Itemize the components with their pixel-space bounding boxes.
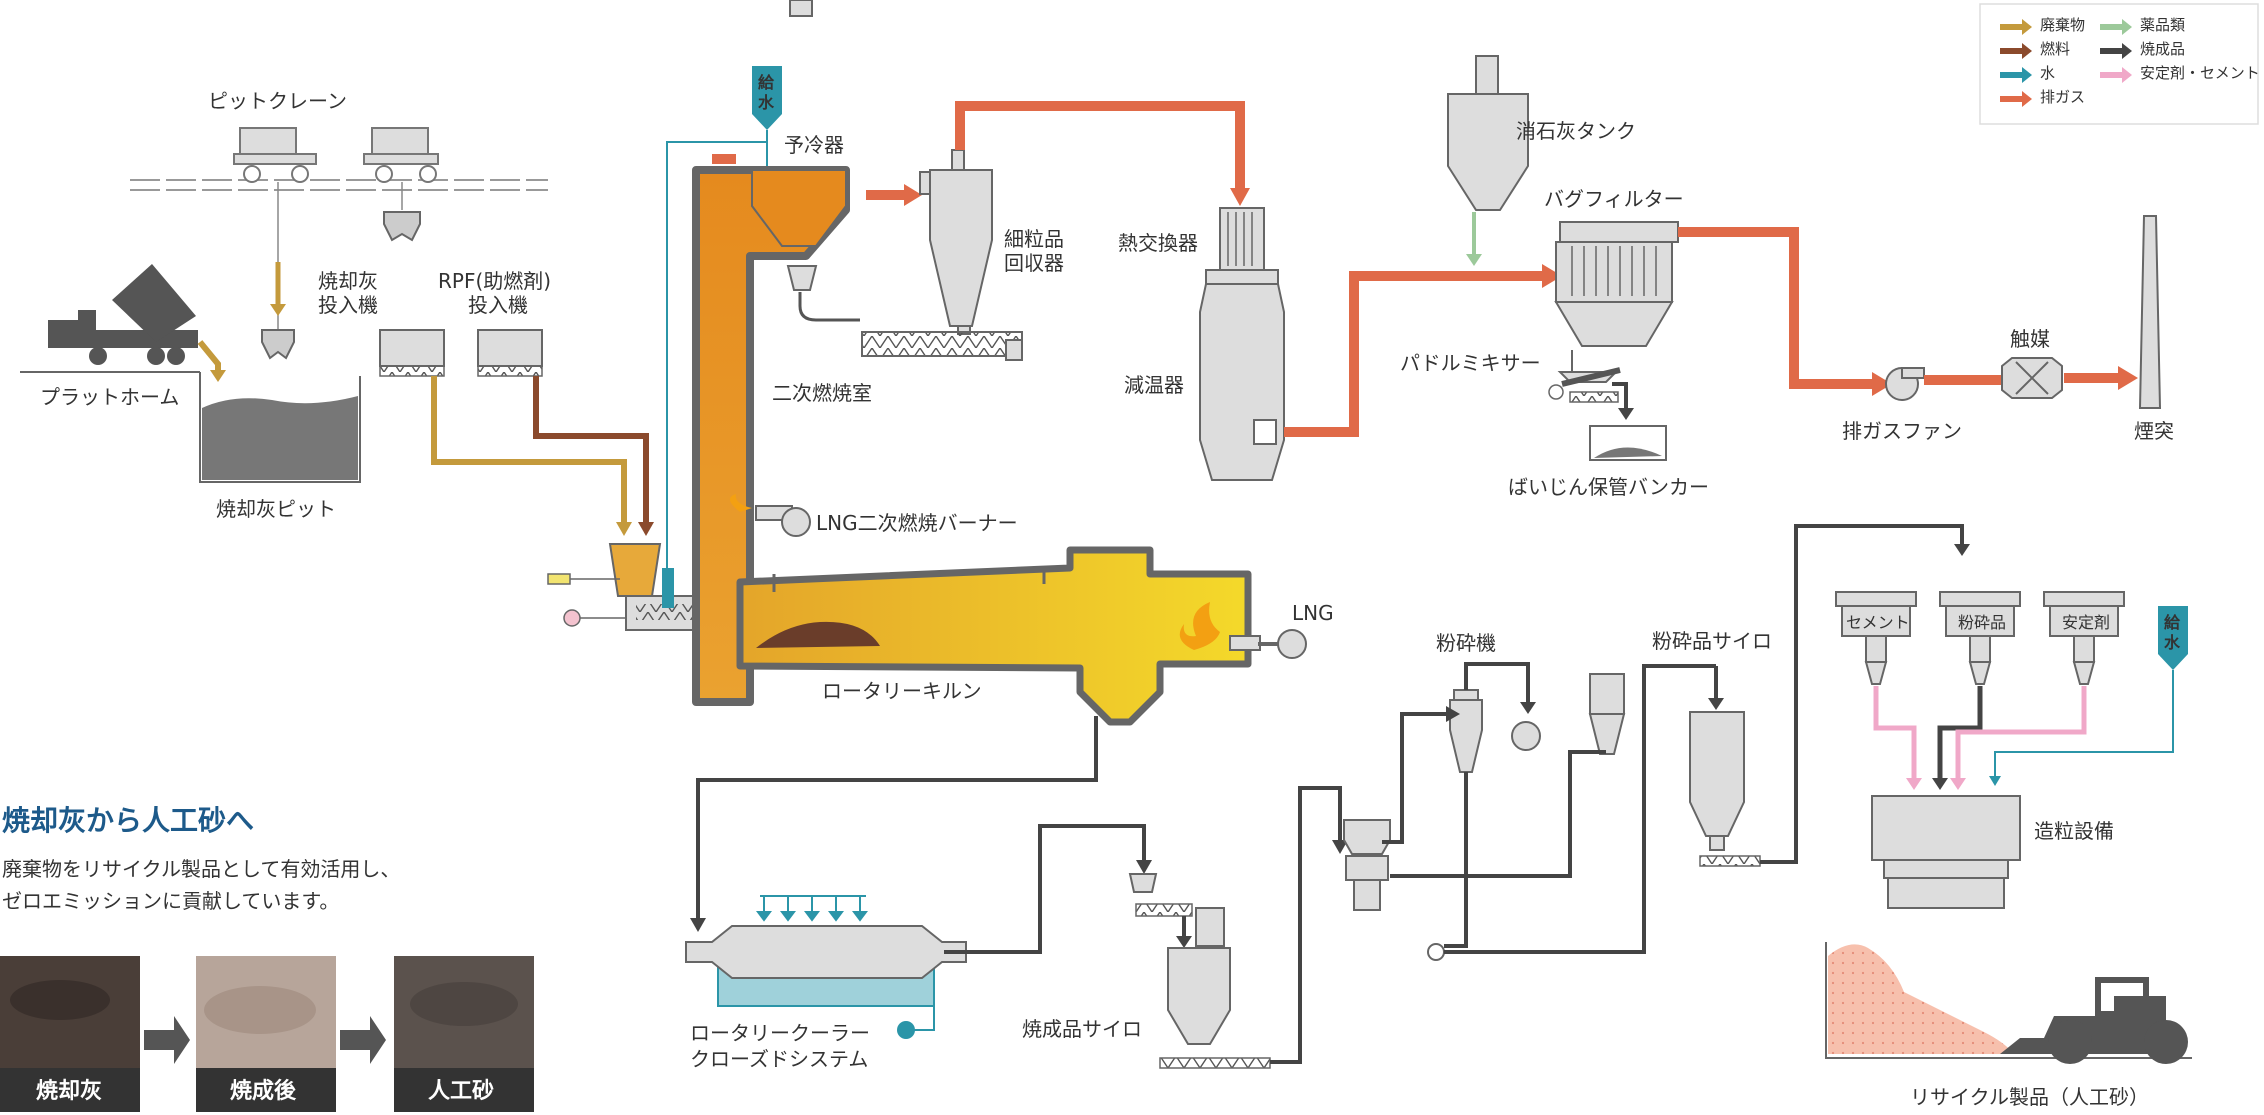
svg-text:給: 給	[758, 73, 775, 92]
arrow-right-icon	[340, 1016, 386, 1064]
cooling-tower: 減温器	[1124, 283, 1285, 481]
legend-label-fired: 焼成品	[2140, 40, 2185, 58]
label-heat-exchanger: 熱交換器	[1118, 231, 1198, 255]
crushed-product-bin: 粉砕品	[1939, 591, 2021, 685]
ash-pit: 焼却灰ピット	[199, 372, 361, 521]
bag-filter: バグフィルター	[1544, 187, 1684, 347]
ash-feeder: 焼却灰投入機	[270, 262, 445, 377]
water-supply-right: 給 水	[1989, 606, 2188, 786]
rotary-kiln: ロータリーキルン LNG	[736, 546, 1334, 726]
dust-bunker: ばいじん保管バンカー	[1508, 425, 1709, 499]
label-recycled: リサイクル製品（人工砂）	[1910, 1085, 2149, 1109]
arrow-right-icon	[144, 1016, 190, 1064]
legend-item-stabilizer: 安定剤・セメント	[2100, 64, 2260, 83]
legend-label-waste: 廃棄物	[2040, 16, 2085, 34]
legend-label-water: 水	[2040, 64, 2055, 82]
granulator: 造粒設備	[1871, 795, 2114, 909]
recycled-product: リサイクル製品（人工砂）	[1825, 942, 2192, 1109]
label-pit-crane: ピットクレーン	[208, 89, 347, 113]
precooler: 予冷器	[751, 0, 860, 322]
label-lng-burner: LNG二次燃焼バーナー	[816, 511, 1018, 535]
stabilizer-bin: 安定剤	[2043, 591, 2125, 685]
legend-label-chemicals: 薬品類	[2140, 16, 2185, 34]
lng-secondary-burner: LNG二次燃焼バーナー	[729, 494, 1018, 537]
label-cooler-tower: 減温器	[1124, 373, 1184, 397]
intro-title: 焼却灰から人工砂へ	[2, 804, 254, 837]
label-granulator: 造粒設備	[2034, 819, 2114, 843]
heat-exchanger: 熱交換器	[1118, 207, 1279, 285]
intro: 焼却灰から人工砂へ 廃棄物をリサイクル製品として有効活用し、 ゼロエミッションに…	[2, 804, 400, 913]
label-cement: セメント	[1846, 613, 1910, 632]
label-crusher: 粉砕機	[1436, 631, 1496, 655]
intro-line-1: 廃棄物をリサイクル製品として有効活用し、	[2, 857, 400, 881]
label-fine-collector: 細粒品回収器	[1004, 227, 1064, 275]
label-slaked-lime-tank: 消石灰タンク	[1516, 119, 1636, 143]
photo-caption-sand: 人工砂	[428, 1078, 494, 1104]
crusher: 粉砕機	[1343, 631, 1626, 961]
photo-caption-fired: 焼成後	[230, 1078, 297, 1104]
legend-item-water: 水	[2000, 64, 2055, 83]
label-ash-pit: 焼却灰ピット	[216, 497, 336, 521]
legend-item-fuel: 燃料	[2000, 40, 2070, 59]
label-precooler: 予冷器	[784, 133, 844, 157]
label-chimney: 煙突	[2134, 419, 2174, 443]
cement-bin: セメント	[1835, 591, 1917, 685]
label-crushed-product: 粉砕品	[1958, 613, 2006, 632]
legend-label-stabilizer: 安定剤・セメント	[2140, 64, 2260, 82]
label-dust-bunker: ばいじん保管バンカー	[1508, 475, 1709, 499]
svg-text:給: 給	[2164, 613, 2181, 632]
label-catalyst: 触媒	[2010, 327, 2050, 351]
svg-text:水: 水	[2164, 633, 2181, 652]
label-bag-filter: バグフィルター	[1544, 187, 1684, 211]
label-exhaust-fan: 排ガスファン	[1842, 419, 1962, 443]
wheel-loader-icon	[2000, 977, 2188, 1064]
rotary-cooler: ロータリークーラークローズドシステム	[685, 895, 967, 1071]
water-supply-top: 給 水	[662, 66, 782, 608]
photo-after-firing: 焼成後	[196, 956, 336, 1112]
legend: 廃棄物 薬品類 燃料 焼成品 水 安定剤・セメント 排ガス	[1979, 3, 2260, 125]
label-lng: LNG	[1292, 601, 1334, 625]
label-paddle-mixer: パドルミキサー	[1400, 351, 1541, 375]
label-fired-silo: 焼成品サイロ	[1022, 1017, 1142, 1041]
rpf-feeder: RPF(助燃剤)投入機	[438, 269, 551, 377]
photo-caption-ash: 焼却灰	[36, 1078, 102, 1104]
legend-label-fuel: 燃料	[2040, 40, 2070, 58]
label-ash-feeder: 焼却灰投入機	[318, 269, 378, 317]
photo-artificial-sand: 人工砂	[394, 956, 534, 1112]
legend-item-waste: 廃棄物	[2000, 16, 2085, 35]
label-rpf-feeder: RPF(助燃剤)投入機	[438, 269, 551, 317]
slaked-lime-tank: 消石灰タンク	[1447, 55, 1636, 266]
legend-item-chemicals: 薬品類	[2100, 16, 2185, 35]
paddle-mixer: パドルミキサー	[1400, 350, 1634, 420]
label-stabilizer: 安定剤	[2062, 613, 2110, 632]
truck-icon	[48, 264, 198, 365]
svg-text:水: 水	[758, 93, 775, 112]
intro-line-2: ゼロエミッションに貢献しています。	[2, 889, 339, 913]
label-crushed-silo: 粉砕品サイロ	[1652, 629, 1772, 653]
label-rotary-kiln: ロータリーキルン	[822, 679, 982, 703]
chimney: 煙突	[2134, 215, 2174, 443]
fired-product-silo: 焼成品サイロ	[1022, 873, 1271, 1069]
catalyst: 触媒	[2001, 327, 2063, 399]
label-rotary-cooler: ロータリークーラークローズドシステム	[690, 1021, 870, 1071]
exhaust-fan: 排ガスファン	[1842, 367, 1962, 443]
fine-product-collector: 細粒品回収器	[861, 149, 1064, 361]
photo-incineration-ash: 焼却灰	[0, 956, 140, 1112]
legend-label-exhaust: 排ガス	[2040, 88, 2085, 106]
crushed-product-silo: 粉砕品サイロ	[1652, 629, 1772, 867]
legend-item-exhaust: 排ガス	[2000, 88, 2085, 107]
label-platform: プラットホーム	[40, 385, 179, 409]
legend-item-fired: 焼成品	[2100, 40, 2185, 59]
pit-crane: ピットクレーン	[130, 89, 548, 360]
label-secondary-chamber: 二次燃焼室	[772, 381, 872, 405]
